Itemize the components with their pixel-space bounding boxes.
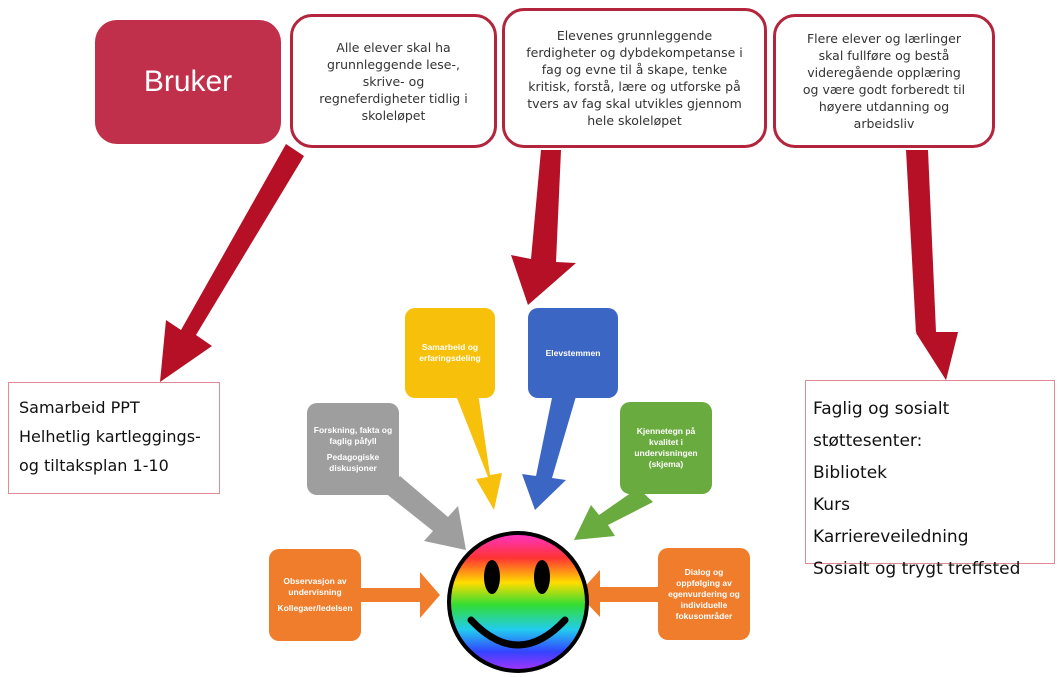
right-support-box: Faglig og sosialt støttesenter: Bibliote… xyxy=(805,380,1055,579)
gray-arrow xyxy=(384,476,466,550)
orange-arrow-left xyxy=(360,572,440,618)
right-box-line-4: Karriereveiledning xyxy=(813,527,969,547)
pillar-kjennetegn: Kjennetegn på kvalitet i undervisningen … xyxy=(620,402,712,494)
pillar-samarbeid: Samarbeid og erfaringsdeling xyxy=(405,308,495,398)
dialog-line-4: individuelle xyxy=(680,599,728,610)
dialog-line-2: oppfølging av xyxy=(676,577,732,588)
goal-3-line-2: skal fullføre og bestå xyxy=(818,48,950,63)
goal-box-2: Elevenes grunnleggende ferdigheter og dy… xyxy=(502,8,767,148)
goal-1-line-2: grunnleggende lese-, xyxy=(327,56,460,72)
right-box-line-1: Faglig og sosialt støttesenter: xyxy=(813,399,950,451)
goal-2-line-1: Elevenes grunnleggende xyxy=(556,28,713,43)
goal-3-line-6: arbeidsliv xyxy=(853,116,915,131)
goal-3-line-5: høyere utdanning og xyxy=(818,99,950,114)
goal-2-line-5: tvers av fag skal utvikles gjennom xyxy=(527,96,742,111)
pillar-observasjon: Observasjon av undervisning Kollegaer/le… xyxy=(269,549,361,641)
goal-1-line-5: skoleløpet xyxy=(361,107,426,123)
observasjon-line-2: undervisning xyxy=(288,587,342,597)
pillar-elevstemmen: Elevstemmen xyxy=(528,308,618,398)
kjennetegn-line-1: Kjennetegn på xyxy=(636,426,696,436)
kjennetegn-line-3: undervisningen xyxy=(634,448,698,458)
right-box-line-3: Kurs xyxy=(813,495,850,515)
forskning-line-2: faglig påfyll xyxy=(329,435,377,446)
goal-box-1: Alle elever skal ha grunnleggende lese-,… xyxy=(290,14,497,148)
forskning-line-1: Forskning, fakta og xyxy=(313,424,393,435)
goal-box-3: Flere elever og lærlinger skal fullføre … xyxy=(773,14,995,148)
blue-arrow xyxy=(522,393,577,510)
left-box-line-2: Helhetlig kartleggings- xyxy=(19,427,201,446)
goal-3-line-4: og være godt forberedt til xyxy=(802,82,966,97)
green-arrow xyxy=(574,488,653,540)
red-arrow-middle xyxy=(511,150,576,305)
bruker-box: Bruker xyxy=(95,20,281,144)
goal-2-line-3: fag og evne til å skape, tenke xyxy=(541,62,728,77)
dialog-line-3: egenvurdering og xyxy=(668,588,740,599)
kjennetegn-line-2: kvalitet i xyxy=(648,437,684,447)
goal-1-line-4: regneferdigheter tidlig i xyxy=(319,90,468,106)
dialog-line-5: fokusområder xyxy=(675,610,733,621)
goal-3-line-1: Flere elever og lærlinger xyxy=(806,31,961,46)
right-box-line-5: Sosialt og trygt treffsted xyxy=(813,559,1021,579)
observasjon-line-3: Kollegaer/ledelsen xyxy=(277,603,353,613)
pillar-dialog: Dialog og oppfølging av egenvurdering og… xyxy=(658,548,750,640)
goal-2-line-4: kritisk, forstå, lære og utforske på xyxy=(528,79,741,94)
pillar-forskning: Forskning, fakta og faglig påfyll Pedago… xyxy=(307,403,399,495)
left-support-box: Samarbeid PPT Helhetlig kartleggings- og… xyxy=(8,382,220,494)
observasjon-line-1: Observasjon av xyxy=(283,576,347,586)
samarbeid-line-1: Samarbeid og xyxy=(421,342,479,352)
elevstemmen-line-1: Elevstemmen xyxy=(545,347,601,358)
left-box-line-1: Samarbeid PPT xyxy=(19,398,140,417)
red-arrow-left xyxy=(160,144,304,382)
goal-2-line-6: hele skoleløpet xyxy=(587,113,682,128)
dialog-line-1: Dialog og xyxy=(684,566,724,577)
orange-arrow-right xyxy=(578,570,660,617)
goal-1-line-1: Alle elever skal ha xyxy=(336,39,451,55)
left-box-line-3: og tiltaksplan 1-10 xyxy=(19,456,169,475)
goal-2-line-2: ferdigheter og dybdekompetanse i xyxy=(526,45,743,60)
yellow-arrow xyxy=(455,393,502,510)
goal-3-line-3: videregående opplæring xyxy=(807,65,961,80)
kjennetegn-line-4: (skjema) xyxy=(648,459,684,469)
smiley-icon xyxy=(447,531,589,673)
right-box-line-2: Bibliotek xyxy=(813,463,887,483)
samarbeid-line-2: erfaringsdeling xyxy=(419,353,481,363)
goal-1-line-3: skrive- og xyxy=(362,73,425,89)
forskning-line-3: Pedagogiske xyxy=(326,451,380,462)
bruker-label: Bruker xyxy=(143,65,233,98)
forskning-line-4: diskusjoner xyxy=(329,462,377,473)
red-arrow-right xyxy=(906,150,958,380)
